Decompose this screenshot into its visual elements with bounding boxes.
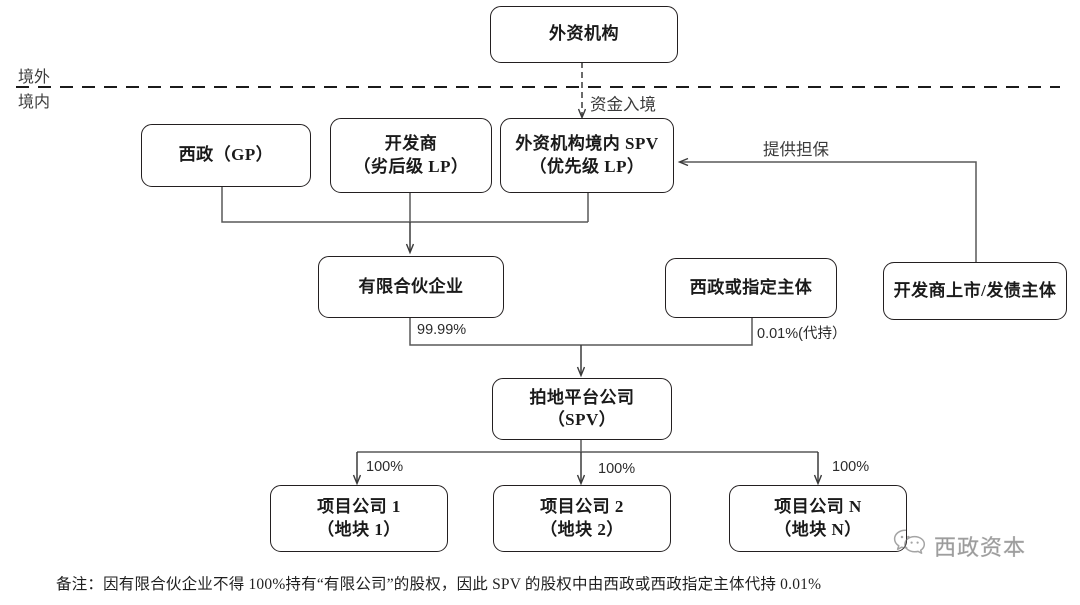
wechat-icon: [893, 528, 927, 563]
boundary-label-offshore: 境外: [18, 69, 51, 86]
node-label-line1: 项目公司 2: [540, 497, 624, 517]
edge-provide-guarantee: [680, 162, 977, 262]
node-label-line1: 西政（GP）: [178, 145, 274, 165]
footnote-text: 备注：因有限合伙企业不得 100%持有“有限公司”的股权，因此 SPV 的股权中…: [56, 576, 822, 593]
node-label-line1: 西政或指定主体: [689, 277, 813, 297]
node-label-line2: （劣后级 LP）: [353, 156, 469, 176]
node-bidding-platform-spv[interactable]: 拍地平台公司 （SPV）: [492, 378, 672, 440]
node-developer-lp[interactable]: 开发商 （劣后级 LP）: [330, 118, 492, 193]
node-label-line1: 外资机构境内 SPV: [515, 134, 659, 154]
node-label-line1: 外资机构: [549, 24, 619, 44]
edge-label-share-100-a: 100%: [366, 459, 404, 475]
node-label-line1: 拍地平台公司: [529, 387, 635, 407]
watermark-text: 西政资本: [934, 534, 1027, 560]
node-xizheng-or-designated[interactable]: 西政或指定主体: [665, 258, 837, 318]
node-project-company-n[interactable]: 项目公司 N （地块 N）: [729, 485, 907, 552]
node-label-line2: （SPV）: [547, 410, 617, 429]
node-foreign-institution[interactable]: 外资机构: [490, 6, 678, 63]
node-label-line1: 开发商上市/发债主体: [893, 280, 1057, 300]
edge-partners-to-limited-partnership: [221, 186, 589, 252]
edge-label-provide-guarantee: 提供担保: [763, 140, 829, 159]
node-label-line1: 项目公司 1: [317, 497, 401, 517]
node-label-line2: （地块 2）: [540, 519, 624, 539]
edge-label-share-100-b: 100%: [598, 461, 636, 477]
edge-spv-to-project-companies: [357, 440, 818, 483]
node-label-line1: 开发商: [384, 134, 438, 154]
node-developer-listed-bond[interactable]: 开发商上市/发债主体: [883, 262, 1067, 320]
node-label-line1: 项目公司 N: [774, 497, 862, 517]
node-project-company-2[interactable]: 项目公司 2 （地块 2）: [493, 485, 671, 552]
edge-ownership-to-bidding-spv: [409, 318, 753, 375]
edge-label-share-99-99: 99.99%: [417, 322, 467, 338]
boundary-label-onshore: 境内: [18, 94, 51, 111]
edge-label-share-0-01: 0.01%(代持）: [757, 326, 847, 342]
node-xizheng-gp[interactable]: 西政（GP）: [141, 124, 311, 187]
node-project-company-1[interactable]: 项目公司 1 （地块 1）: [270, 485, 448, 552]
edge-label-share-100-c: 100%: [832, 459, 870, 475]
node-onshore-spv[interactable]: 外资机构境内 SPV （优先级 LP）: [500, 118, 674, 193]
edge-label-capital-inflow: 资金入境: [590, 95, 656, 114]
node-label-line2: （地块 1）: [317, 519, 401, 539]
node-label-line1: 有限合伙企业: [358, 276, 464, 296]
node-label-line2: （地块 N）: [774, 519, 862, 539]
node-label-line2: （优先级 LP）: [529, 156, 645, 176]
watermark: 西政资本: [893, 528, 1026, 563]
node-limited-partnership[interactable]: 有限合伙企业: [318, 256, 504, 318]
